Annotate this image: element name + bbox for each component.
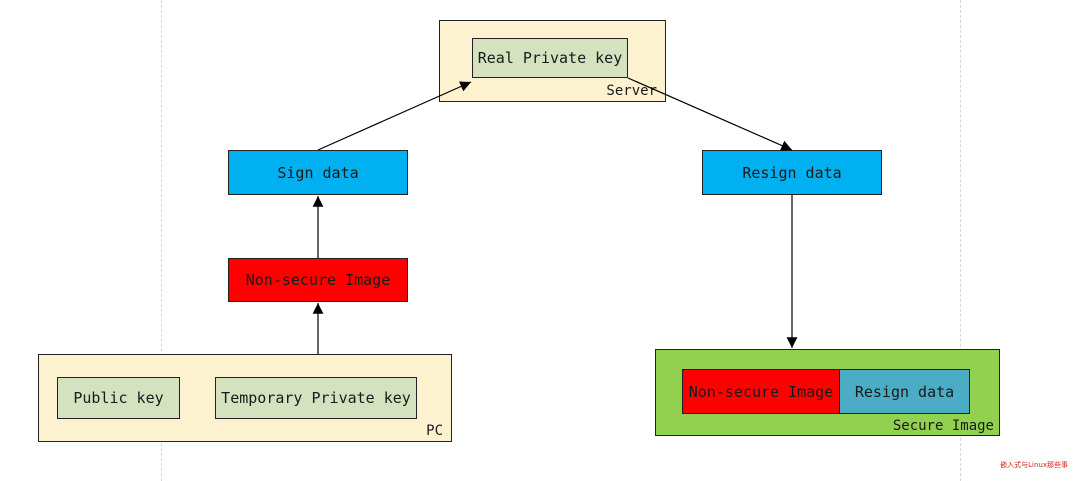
secure-image-non-secure-part: Non-secure Image	[682, 369, 840, 414]
watermark: 嵌入式与Linux那些事	[1000, 461, 1068, 469]
non-secure-image-box: Non-secure Image	[228, 258, 408, 302]
public-key-box: Public key	[57, 377, 180, 419]
secure-image-label: Secure Image	[892, 418, 994, 434]
guide-line-left	[161, 0, 162, 481]
temporary-private-key-box: Temporary Private key	[215, 377, 417, 419]
arrow-server-to-resign-data	[627, 77, 793, 151]
sign-data-box: Sign data	[228, 150, 408, 195]
guide-line-right	[960, 0, 961, 481]
real-private-key-box: Real Private key	[472, 38, 628, 78]
server-label: Server	[606, 83, 657, 99]
pc-label: PC	[426, 423, 443, 439]
arrow-sign-data-to-server	[317, 81, 472, 151]
secure-image-resign-part: Resign data	[839, 369, 970, 414]
resign-data-box: Resign data	[702, 150, 882, 195]
